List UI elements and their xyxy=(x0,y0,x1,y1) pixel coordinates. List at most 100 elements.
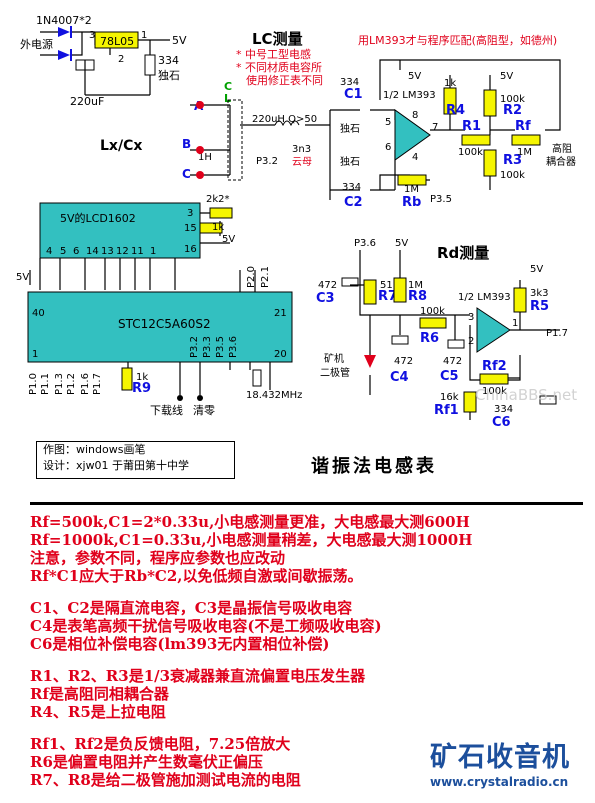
diode-1-icon xyxy=(58,27,70,37)
brand-logo: 矿石收音机 www.crystalradio.cn xyxy=(430,735,595,795)
c6-icon xyxy=(539,395,557,405)
r9-label: R9 xyxy=(132,381,151,396)
r8-label: R8 xyxy=(408,289,427,304)
r2-icon xyxy=(483,89,497,117)
r8-icon xyxy=(393,277,407,303)
rf-icon xyxy=(511,134,541,146)
lcd-pin-12: 12 xyxy=(116,246,129,257)
rb-icon xyxy=(397,174,427,186)
mcu-p17: P1.7 xyxy=(92,373,103,395)
r4-label: R4 xyxy=(446,103,465,118)
brand-url: www.crystalradio.cn xyxy=(430,775,569,789)
notes-group-3: R1、R2、R3是1/3衰减器兼直流偏置电压发生器 Rf是高阻同相耦合器 R4、… xyxy=(30,667,590,721)
credit-line-1: 作图：windows画笔 xyxy=(43,443,146,456)
lc-5v-b: 5V xyxy=(500,71,513,82)
lc-title: LC测量 xyxy=(252,30,303,48)
regulator-78l05 xyxy=(94,31,139,49)
page-title: 谐振法电感表 xyxy=(311,456,437,477)
r7-icon xyxy=(363,279,377,305)
cmp1-pin4: 4 xyxy=(412,152,418,163)
c4-icon xyxy=(391,335,409,345)
p35-label: P3.5 xyxy=(430,194,452,205)
reg-pin2: 2 xyxy=(118,54,124,65)
mcu-p32: P3.2 xyxy=(189,336,200,358)
c6-label: C6 xyxy=(492,415,511,430)
rf1-icon xyxy=(463,391,477,413)
mcu-p16: P1.6 xyxy=(80,373,91,395)
match-note: 用LM393才与程序匹配(高阻型，如德州) xyxy=(358,33,557,47)
notes-group-1: Rf=500k,C1=2*0.33u,小电感测量更准，大电感最大测600H Rf… xyxy=(30,513,590,585)
crystal-label: 18.432MHz xyxy=(246,390,302,401)
note-line: R1、R2、R3是1/3衰减器兼直流偏置电压发生器 xyxy=(30,667,366,685)
c5-icon xyxy=(447,339,465,349)
c5-label: C5 xyxy=(440,369,459,384)
c5-val: 472 xyxy=(443,356,462,367)
cmp2-pin1: 1 xyxy=(512,318,518,329)
schematic: 1N4007*2 78L05 3 2 1 外电源 220uF 334 独石 5V… xyxy=(16,14,577,430)
rd-5v-b: 5V xyxy=(530,264,543,275)
note-line: Rf*C1应大于Rb*C2,以免低频自激或间歇振荡。 xyxy=(30,567,363,585)
diode-label: 1N4007*2 xyxy=(36,14,92,27)
cap-3n3-type: 云母 xyxy=(292,156,312,168)
btn-clear: 清零 xyxy=(193,404,215,417)
mcu-p12: P1.2 xyxy=(66,373,77,395)
rd-5v-a: 5V xyxy=(395,238,408,249)
mcu-pin21: 21 xyxy=(274,308,287,319)
inductor-label: 220uH Q>50 xyxy=(252,114,317,125)
diode-2-icon xyxy=(58,50,70,60)
rf2-label: Rf2 xyxy=(482,359,507,374)
lcd-5v-left: 5V xyxy=(16,272,29,283)
note-line: R7、R8是给二极管施加测试电流的电阻 xyxy=(30,771,301,789)
cmp1-pin6: 6 xyxy=(385,142,391,153)
terminal-a-icon xyxy=(196,101,204,109)
r-1k-label: 1k xyxy=(212,222,224,233)
r1-icon xyxy=(461,134,491,146)
node-c: C xyxy=(182,167,191,181)
r2-val: 100k xyxy=(500,94,525,105)
c4-label: C4 xyxy=(390,370,409,385)
mcu-pin20: 20 xyxy=(274,349,287,360)
r3-icon xyxy=(483,149,497,177)
lcd-pin-6: 6 xyxy=(73,246,79,257)
rf2-val: 100k xyxy=(482,386,507,397)
regulator-label: 78L05 xyxy=(100,35,134,48)
lcd-5v: 5V xyxy=(222,234,235,245)
lcd-pin-11: 11 xyxy=(131,246,144,257)
lc-switch-icon xyxy=(227,99,243,181)
mcu-p10: P1.0 xyxy=(28,373,39,395)
c4-val: 472 xyxy=(394,356,413,367)
c1-val: 334 xyxy=(340,77,359,88)
lc-5v-a: 5V xyxy=(408,71,421,82)
mcu-pin1: 1 xyxy=(32,349,38,360)
lcd-pin3: 3 xyxy=(187,208,193,219)
lcd-label: 5V的LCD1602 xyxy=(60,211,136,225)
notes-group-2: C1、C2是隔直流电容，C3是晶振信号吸收电容 C4是表笔高频干扰信号吸收电容(… xyxy=(30,599,590,653)
r-2k2-icon xyxy=(209,207,233,219)
r4-icon xyxy=(443,87,457,115)
comparator-2-icon xyxy=(476,307,511,353)
p17-label: P1.7 xyxy=(546,328,568,339)
lcd-pin-5: 5 xyxy=(60,246,66,257)
c2-label: C2 xyxy=(344,195,363,210)
r3-label: R3 xyxy=(503,153,522,168)
r1-label: R1 xyxy=(462,119,481,134)
r7-val: 51k xyxy=(380,280,399,291)
rf-label: Rf xyxy=(515,119,531,134)
r5-val: 3k3 xyxy=(530,288,549,299)
reg-pin3: 3 xyxy=(89,30,95,41)
note-line: R4、R5是上拉电阻 xyxy=(30,703,166,721)
r8-val: 1M xyxy=(408,280,423,291)
cap-220uf-icon xyxy=(75,59,95,71)
c1-label: C1 xyxy=(344,87,363,102)
rb-label: Rb xyxy=(402,195,421,210)
coupler-1: 高阻 xyxy=(552,142,572,155)
c2-type: 独石 xyxy=(340,155,360,168)
c3-icon xyxy=(341,277,359,287)
note-line: C4是表笔高频干扰信号吸收电容(不是工频吸收电容) xyxy=(30,617,382,635)
r9-icon xyxy=(121,367,133,391)
note-line: C6是相位补偿电容(lm393无内置相位补偿) xyxy=(30,635,330,653)
r-1k-icon xyxy=(199,222,223,234)
c1-type: 独石 xyxy=(340,122,360,135)
comparator-1-icon xyxy=(394,109,431,161)
c3-val: 472 xyxy=(318,280,337,291)
